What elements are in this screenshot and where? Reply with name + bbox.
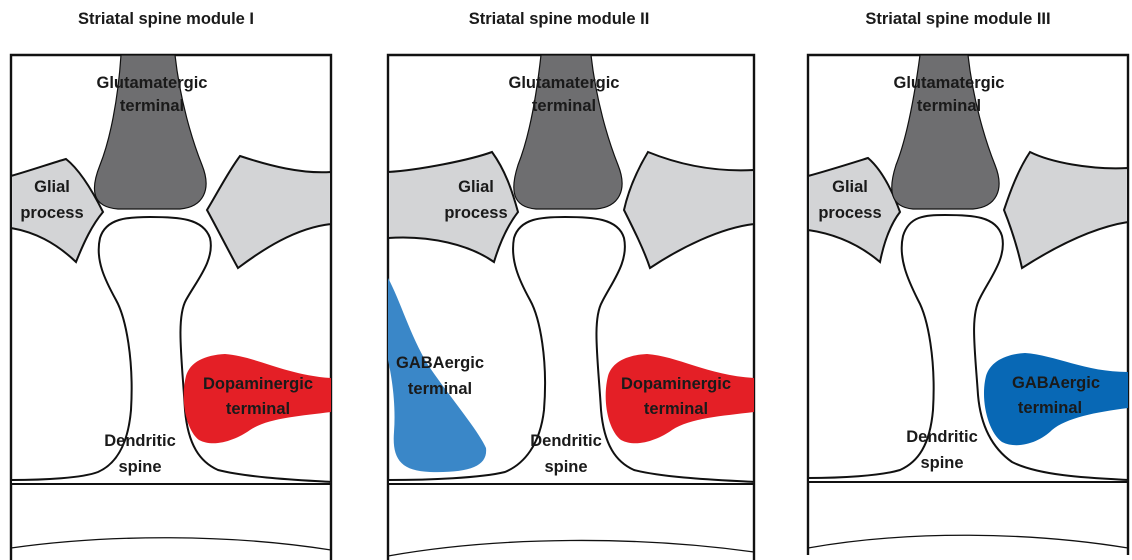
module-1-glutamatergic-label-2: terminal <box>120 97 184 115</box>
module-1-spine-label-2: spine <box>118 458 161 476</box>
module-3-glial-label-2: process <box>818 204 881 222</box>
module-1-spine-label-1: Dendritic <box>104 432 176 450</box>
module-2-dopaminergic-label-2: terminal <box>644 400 708 418</box>
module-3: Striatal spine module III Glutamatergic … <box>808 10 1128 555</box>
module-1-glial-label-2: process <box>20 204 83 222</box>
module-1-dopaminergic-terminal <box>184 354 331 443</box>
module-2-dendrite-shaft <box>388 540 754 556</box>
module-2-glutamatergic-label-1: Glutamatergic <box>509 74 620 92</box>
module-3-glial-process-right <box>1004 152 1128 268</box>
module-3-spine-label-1: Dendritic <box>906 428 978 446</box>
module-3-gabaergic-label-2: terminal <box>1018 399 1082 417</box>
module-2-title: Striatal spine module II <box>469 10 650 28</box>
module-3-spine-label-2: spine <box>920 454 963 472</box>
module-2-dopaminergic-terminal <box>606 354 754 443</box>
module-2-glial-process-right <box>624 152 754 268</box>
module-2-glial-label-2: process <box>444 204 507 222</box>
module-2-spine-label-1: Dendritic <box>530 432 602 450</box>
module-1-dendrite-shaft <box>11 538 331 550</box>
module-1-glial-label-1: Glial <box>34 178 70 196</box>
module-1: Striatal spine module I Glutamatergic te… <box>11 10 331 560</box>
module-2-gabaergic-label-2: terminal <box>408 380 472 398</box>
module-2-spine-label-2: spine <box>544 458 587 476</box>
module-1-dopaminergic-label-1: Dopaminergic <box>203 375 313 393</box>
module-3-gabaergic-label-1: GABAergic <box>1012 374 1100 392</box>
module-3-glutamatergic-label-1: Glutamatergic <box>894 74 1005 92</box>
module-2-gabaergic-label-1: GABAergic <box>396 354 484 372</box>
module-2-glutamatergic-label-2: terminal <box>532 97 596 115</box>
module-3-title: Striatal spine module III <box>865 10 1050 28</box>
module-3-dendrite-shaft <box>808 535 1128 548</box>
module-2: Striatal spine module II Glutamatergic t… <box>388 10 754 560</box>
module-3-glutamatergic-label-2: terminal <box>917 97 981 115</box>
module-2-gabaergic-terminal <box>388 278 486 472</box>
module-1-dopaminergic-label-2: terminal <box>226 400 290 418</box>
module-1-glial-process-right <box>207 156 331 268</box>
module-2-dopaminergic-label-1: Dopaminergic <box>621 375 731 393</box>
module-1-glutamatergic-label-1: Glutamatergic <box>97 74 208 92</box>
module-1-title: Striatal spine module I <box>78 10 254 28</box>
module-2-glial-label-1: Glial <box>458 178 494 196</box>
module-3-glial-label-1: Glial <box>832 178 868 196</box>
